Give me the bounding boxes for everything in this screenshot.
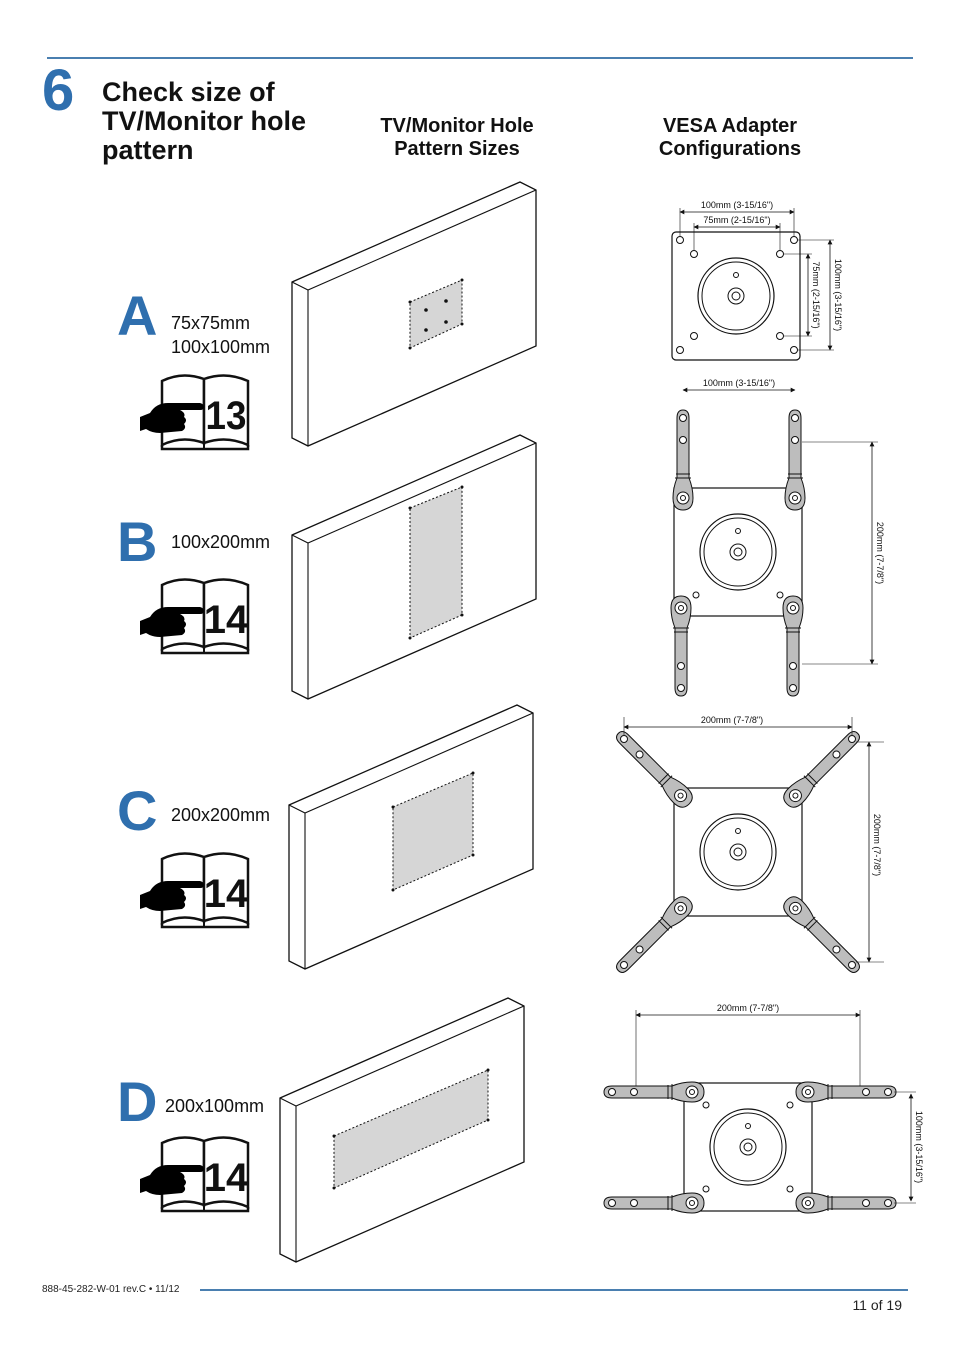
section-letter-b: B xyxy=(117,510,158,573)
dimension-label: 200mm (7-7/8") xyxy=(717,1003,779,1013)
page-ref-number: 14 xyxy=(204,872,249,916)
header-rule xyxy=(47,57,913,59)
dimension-label: 200mm (7-7/8") xyxy=(872,814,882,876)
section-a-sizes: 75x75mm 100x100mm xyxy=(171,313,271,357)
tv-illustration-a xyxy=(291,181,537,447)
dimension-label: 200mm (7-7/8") xyxy=(701,715,763,725)
dimension-label: 100mm (3-15/16") xyxy=(914,1111,924,1183)
page-title: Check size of TV/Monitor hole pattern xyxy=(102,77,306,165)
page-number: 11 of 19 xyxy=(852,1297,902,1313)
tv-illustration-c xyxy=(288,704,534,970)
section-letter-c: C xyxy=(117,779,158,842)
dimension-label: 75mm (2-15/16") xyxy=(811,261,821,328)
vesa-diagrams: 100mm (3-15/16") 75mm (2-15/16") 75mm (2… xyxy=(603,200,924,1214)
book-page-ref-b: 14 xyxy=(138,577,258,662)
dimension-label: 100mm (3-15/16") xyxy=(701,200,773,210)
column-heading-vesa-configurations: VESA Adapter Configurations xyxy=(658,115,802,160)
footer-rule xyxy=(200,1289,908,1291)
page-ref-number: 14 xyxy=(204,598,249,642)
section-b-sizes: 100x200mm xyxy=(171,532,271,552)
book-page-ref-d: 14 xyxy=(138,1135,258,1220)
vesa-config-d: 200mm (7-7/8") 100mm (3-15/16") xyxy=(603,1003,924,1214)
section-letter-d: D xyxy=(117,1070,158,1133)
dimension-label: 75mm (2-15/16") xyxy=(703,215,770,225)
page-ref-number: 14 xyxy=(204,1156,249,1200)
step-number: 6 xyxy=(42,58,75,123)
tv-illustration-b xyxy=(291,434,537,700)
vesa-config-b: 100mm (3-15/16") 200mm (7-7/8") xyxy=(670,378,885,697)
tv-drawings xyxy=(279,181,537,1263)
vesa-config-a: 100mm (3-15/16") 75mm (2-15/16") 75mm (2… xyxy=(671,200,843,361)
document-code: 888-45-282-W-01 rev.C • 11/12 xyxy=(42,1284,180,1295)
dimension-label: 100mm (3-15/16") xyxy=(703,378,775,388)
section-d-sizes: 200x100mm xyxy=(165,1096,265,1116)
book-page-ref-c: 14 xyxy=(138,851,258,936)
dimension-label: 100mm (3-15/16") xyxy=(833,259,843,331)
dimension-label: 200mm (7-7/8") xyxy=(875,522,885,584)
page-ref-number: 13 xyxy=(206,394,247,439)
column-heading-hole-patterns: TV/Monitor Hole Pattern Sizes xyxy=(380,115,534,160)
section-c-sizes: 200x200mm xyxy=(171,805,271,825)
section-letter-a: A xyxy=(117,284,158,347)
vesa-config-c: 200mm (7-7/8") 200mm (7-7/8") xyxy=(610,715,884,979)
book-page-ref-a: 13 xyxy=(138,373,258,458)
tv-illustration-d xyxy=(279,997,525,1263)
